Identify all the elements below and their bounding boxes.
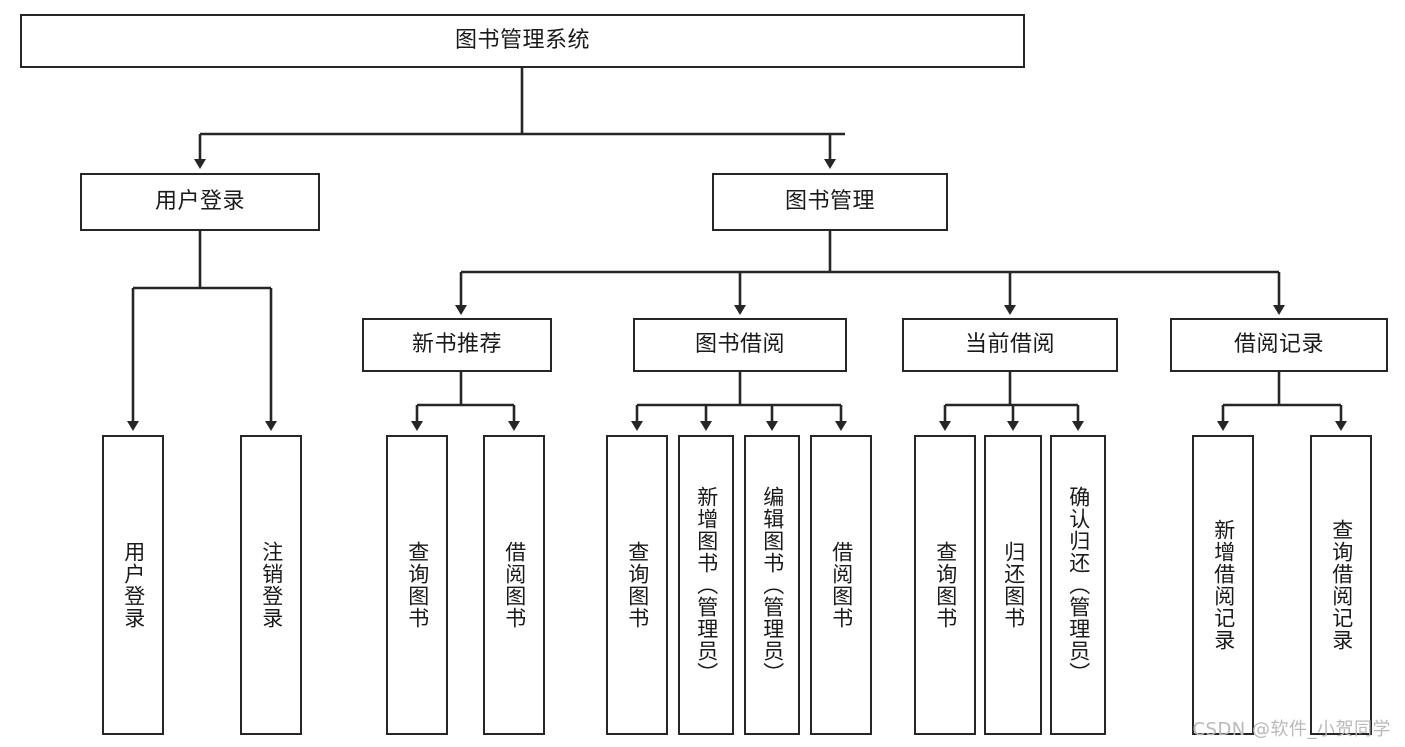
node-book-manage-label: 图书管理 — [784, 188, 875, 214]
node-current-borrow[interactable]: 当前借阅 — [902, 318, 1118, 372]
node-root-system[interactable]: 图书管理系统 — [20, 14, 1025, 68]
node-leaf-query-book-3-label: 查询图书 — [933, 541, 958, 629]
node-leaf-add-book[interactable]: 新增图书（管理员） — [678, 435, 734, 735]
node-root-label: 图书管理系统 — [454, 27, 590, 53]
node-leaf-query-book-1[interactable]: 查询图书 — [386, 435, 448, 735]
node-leaf-user-login-label: 用户登录 — [121, 541, 146, 629]
node-leaf-user-logout[interactable]: 注销登录 — [240, 435, 302, 735]
node-leaf-query-borrow-record-label: 查询借阅记录 — [1329, 519, 1354, 651]
node-book-manage[interactable]: 图书管理 — [712, 173, 948, 231]
node-book-borrow-label: 图书借阅 — [694, 331, 785, 357]
node-current-borrow-label: 当前借阅 — [964, 331, 1055, 357]
node-new-book-recommend[interactable]: 新书推荐 — [362, 318, 552, 372]
node-leaf-user-logout-label: 注销登录 — [259, 541, 284, 629]
node-leaf-borrow-book-2[interactable]: 借阅图书 — [810, 435, 872, 735]
node-leaf-confirm-return-label: 确认归还（管理员） — [1066, 486, 1091, 684]
node-leaf-user-login[interactable]: 用户登录 — [102, 435, 164, 735]
node-leaf-query-book-2-label: 查询图书 — [625, 541, 650, 629]
node-leaf-edit-book[interactable]: 编辑图书（管理员） — [744, 435, 800, 735]
node-leaf-edit-book-label: 编辑图书（管理员） — [760, 486, 785, 684]
csdn-watermark: CSDN @软件_小贺同学 — [1192, 719, 1391, 740]
node-borrow-record[interactable]: 借阅记录 — [1170, 318, 1388, 372]
node-leaf-query-book-2[interactable]: 查询图书 — [606, 435, 668, 735]
node-leaf-add-borrow-record[interactable]: 新增借阅记录 — [1192, 435, 1254, 735]
node-leaf-borrow-book-2-label: 借阅图书 — [829, 541, 854, 629]
node-new-book-recommend-label: 新书推荐 — [411, 331, 502, 357]
node-leaf-return-book-label: 归还图书 — [1001, 541, 1026, 629]
node-leaf-query-book-3[interactable]: 查询图书 — [914, 435, 976, 735]
node-user-login-label: 用户登录 — [154, 188, 245, 214]
node-leaf-borrow-book-1-label: 借阅图书 — [502, 541, 527, 629]
node-leaf-add-borrow-record-label: 新增借阅记录 — [1211, 519, 1236, 651]
node-leaf-confirm-return[interactable]: 确认归还（管理员） — [1050, 435, 1106, 735]
node-user-login[interactable]: 用户登录 — [80, 173, 320, 231]
node-leaf-query-borrow-record[interactable]: 查询借阅记录 — [1310, 435, 1372, 735]
node-leaf-add-book-label: 新增图书（管理员） — [694, 486, 719, 684]
node-leaf-query-book-1-label: 查询图书 — [405, 541, 430, 629]
node-book-borrow[interactable]: 图书借阅 — [633, 318, 847, 372]
node-leaf-return-book[interactable]: 归还图书 — [984, 435, 1042, 735]
node-borrow-record-label: 借阅记录 — [1233, 331, 1324, 357]
node-leaf-borrow-book-1[interactable]: 借阅图书 — [483, 435, 545, 735]
